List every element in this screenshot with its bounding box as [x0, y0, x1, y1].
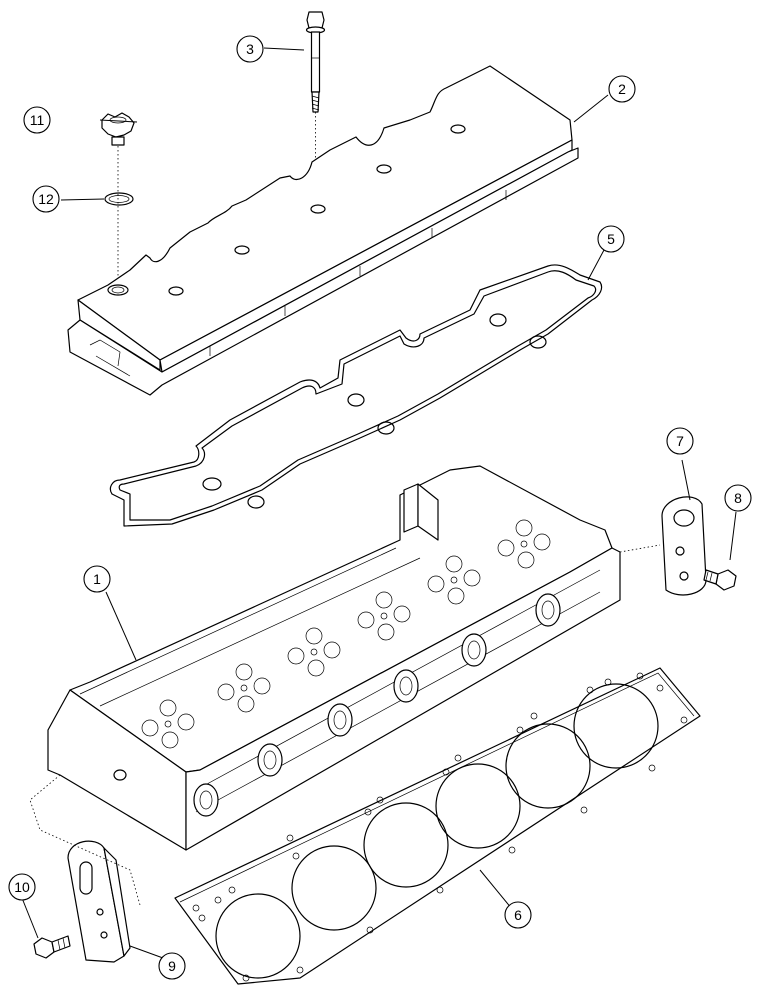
callout-12-label: 12: [38, 191, 54, 207]
callout-7: 7: [666, 427, 694, 455]
callout-9: 9: [158, 952, 186, 980]
callout-12: 12: [32, 185, 60, 213]
callout-5: 5: [597, 225, 625, 253]
part-cover-gasket: [109, 264, 603, 527]
part-cylinder-head: [47, 465, 621, 851]
callout-6-label: 6: [514, 907, 522, 923]
callout-8-label: 8: [734, 490, 742, 506]
callout-10-label: 10: [14, 879, 30, 895]
callout-10: 10: [8, 873, 36, 901]
callout-7-label: 7: [676, 433, 684, 449]
callout-2-label: 2: [618, 81, 626, 97]
part-filler-cap: [101, 112, 135, 285]
callout-6: 6: [504, 901, 532, 929]
callout-1-label: 1: [93, 571, 101, 587]
callout-11-label: 11: [30, 112, 45, 128]
callout-9-label: 9: [168, 958, 176, 974]
part-head-gasket: [174, 667, 701, 985]
callout-1: 1: [83, 565, 111, 593]
callout-2: 2: [608, 75, 636, 103]
callout-8: 8: [724, 484, 752, 512]
callout-5-label: 5: [607, 231, 615, 247]
part-bracket-bolt-right: [703, 569, 737, 591]
part-bracket-bolt-front: [33, 935, 71, 959]
callout-11: 11: [23, 106, 51, 134]
callout-3: 3: [236, 35, 264, 63]
part-valve-cover: [67, 65, 579, 396]
part-rear-lift-bracket: [619, 496, 707, 596]
callout-3-label: 3: [246, 41, 254, 57]
part-front-lift-bracket: [29, 774, 141, 963]
part-o-ring: [104, 192, 134, 206]
